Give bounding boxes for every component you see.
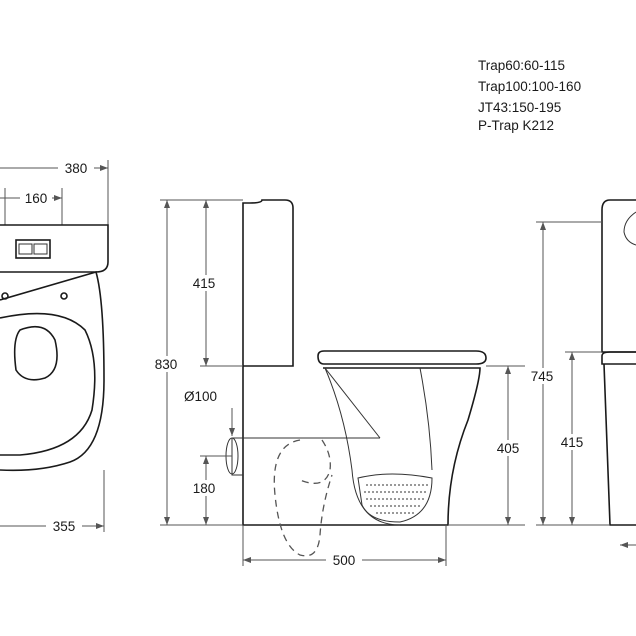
front-tank-detail [623, 211, 636, 246]
arrow-head [505, 517, 511, 525]
label-bg [524, 368, 560, 384]
tank-outline [242, 199, 294, 367]
flush-button-plate[interactable] [15, 239, 51, 259]
note-ptrap: P-Trap K212 [478, 118, 554, 133]
dim-405-label: 405 [497, 441, 520, 456]
label-bg [186, 275, 222, 291]
top-view: 380 160 355 [0, 160, 109, 534]
arrow-head [620, 542, 628, 548]
dim-180-label: 180 [193, 481, 216, 496]
seat-inner [13, 325, 58, 381]
arrow-head [540, 222, 546, 230]
arrow-head [229, 428, 235, 436]
water-trap [357, 473, 433, 523]
dashed-trap-outer [273, 439, 333, 557]
label-bg [554, 434, 590, 450]
water-hatch [364, 484, 428, 514]
note-trap60: Trap60:60-115 [478, 58, 565, 73]
dim-diameter-label: Ø100 [184, 389, 217, 404]
arrow-head [164, 517, 170, 525]
jet-line [324, 367, 381, 439]
dashed-trap-inner [299, 439, 331, 484]
front-seat [601, 351, 636, 365]
label-bg [58, 160, 94, 176]
trap-notes: Trap60:60-115 Trap100:100-160 JT43:150-1… [478, 58, 581, 133]
dim-415-seat-label: 415 [561, 435, 584, 450]
arrow-head [569, 517, 575, 525]
label-bg [46, 518, 82, 534]
label-bg [148, 356, 184, 372]
arrow-head [203, 517, 209, 525]
dim-380-label: 380 [65, 161, 88, 176]
label-bg [490, 440, 526, 456]
arrow-head [100, 165, 108, 171]
hinge-dot [60, 292, 68, 300]
arrow-head [203, 358, 209, 366]
label-bg [186, 480, 222, 496]
bowl-body [242, 366, 481, 526]
note-trap100: Trap100:100-160 [478, 79, 581, 94]
dim-415-tank-label: 415 [193, 276, 216, 291]
front-view: 745 415 [524, 199, 636, 548]
dim-160-label: 160 [25, 191, 48, 206]
arrow-head [96, 523, 104, 529]
front-bowl [603, 363, 636, 526]
dim-830-label: 830 [155, 357, 178, 372]
outlet-pipe [231, 438, 243, 476]
note-jt43: JT43:150-195 [478, 100, 561, 115]
arrow-head [203, 456, 209, 464]
side-view: 830 415 Ø100 180 405 500 [148, 199, 526, 568]
arrow-head [164, 200, 170, 208]
arrow-head [505, 366, 511, 374]
inner-bowl-front [324, 367, 401, 526]
arrow-head [243, 557, 251, 563]
arrow-head [203, 200, 209, 208]
front-tank-outline [601, 199, 636, 353]
arrow-head [540, 517, 546, 525]
flush-button-full[interactable] [33, 243, 48, 255]
dim-355-label: 355 [53, 519, 76, 534]
dim-500-label: 500 [333, 553, 356, 568]
arrow-head [54, 195, 62, 201]
seat-lid [317, 350, 487, 365]
arrow-head [438, 557, 446, 563]
bowl-outline [0, 271, 105, 472]
dim-745-label: 745 [531, 369, 554, 384]
label-bg [20, 190, 52, 206]
inner-bowl-back [419, 367, 433, 471]
label-bg [326, 552, 362, 568]
flush-button-half[interactable] [18, 243, 33, 255]
arrow-head [569, 352, 575, 360]
seat-outer [0, 312, 96, 456]
